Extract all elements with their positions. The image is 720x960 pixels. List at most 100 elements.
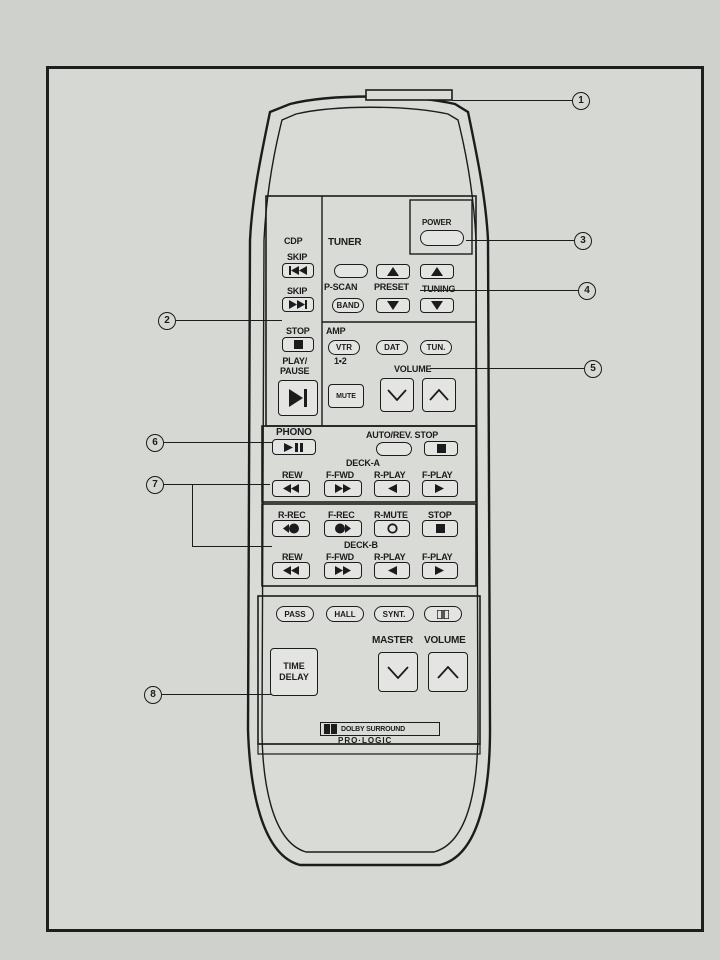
r-rec-label: R-REC	[278, 510, 306, 520]
mute-button[interactable]: MUTE	[328, 384, 364, 408]
deck-b-label: DECK-B	[344, 540, 378, 550]
preset-label: PRESET	[374, 282, 409, 292]
amp-label: AMP	[326, 326, 346, 336]
volume-label: VOLUME	[394, 364, 432, 374]
master-volume-up-button[interactable]	[428, 652, 468, 692]
master-volume-down-button[interactable]	[378, 652, 418, 692]
tuner-label: TUNER	[328, 237, 362, 248]
dolby-double-d-icon	[324, 724, 337, 734]
callout-5: 5	[584, 360, 602, 378]
deck-b-rew-label: REW	[282, 552, 303, 562]
skip-back-icon	[289, 266, 307, 275]
band-button[interactable]: BAND	[332, 298, 364, 313]
rewind-icon	[283, 484, 299, 493]
time-delay-button[interactable]: TIME DELAY	[270, 648, 318, 696]
pro-logic-text: PRO·LOGIC	[338, 736, 393, 745]
phono-label: PHONO	[276, 427, 312, 438]
r-mute-label: R-MUTE	[374, 510, 408, 520]
callout-3: 3	[574, 232, 592, 250]
dolby-logo: DOLBY SURROUND	[320, 722, 440, 736]
power-label: POWER	[422, 218, 452, 227]
rewind-icon	[283, 566, 299, 575]
f-rec-button[interactable]	[324, 520, 362, 537]
callout-2: 2	[158, 312, 176, 330]
reverse-play-icon	[388, 484, 397, 493]
chevron-down-icon	[387, 389, 407, 401]
callout-4: 4	[578, 282, 596, 300]
auto-rev-button[interactable]	[376, 442, 412, 456]
phono-button[interactable]	[272, 439, 316, 455]
cdp-label: CDP	[284, 236, 303, 246]
preset-down-button[interactable]	[376, 298, 410, 313]
tuning-up-button[interactable]	[420, 264, 454, 279]
skip-back-button[interactable]	[282, 263, 314, 278]
deck-b-stop-button[interactable]	[422, 520, 458, 537]
play-icon	[435, 484, 444, 493]
amp-volume-up-button[interactable]	[422, 378, 456, 412]
deck-a-label: DECK-A	[346, 458, 380, 468]
stop-icon	[436, 444, 446, 453]
tuning-down-button[interactable]	[420, 298, 454, 313]
dat-button[interactable]: DAT	[376, 340, 408, 355]
arrow-down-icon	[387, 301, 399, 310]
circle-icon	[386, 523, 398, 534]
fast-forward-icon	[335, 484, 351, 493]
hall-button[interactable]: HALL	[326, 606, 364, 622]
deck-b-rplay-button[interactable]	[374, 562, 410, 579]
vtr-button[interactable]: VTR	[328, 340, 360, 355]
dolby-text: DOLBY SURROUND	[341, 725, 405, 733]
stop-label: STOP	[286, 326, 310, 336]
deck-a-rplay-button[interactable]	[374, 480, 410, 497]
dolby-mode-button[interactable]	[424, 606, 462, 622]
r-mute-button[interactable]	[374, 520, 410, 537]
deck-a-stop-button[interactable]	[424, 441, 458, 456]
chevron-up-icon	[429, 389, 449, 401]
deck-a-rplay-label: R-PLAY	[374, 470, 406, 480]
deck-a-fplay-button[interactable]	[422, 480, 458, 497]
f-rec-label: F-REC	[328, 510, 355, 520]
r-rec-button[interactable]	[272, 520, 310, 537]
dolby-icon	[437, 609, 449, 619]
skip-fwd-button[interactable]	[282, 297, 314, 312]
power-button[interactable]	[420, 230, 464, 246]
deck-a-ffwd-button[interactable]	[324, 480, 362, 497]
record-icon	[335, 523, 351, 534]
deck-b-ffwd-button[interactable]	[324, 562, 362, 579]
leader-7b	[192, 484, 194, 546]
leader-2	[176, 320, 282, 322]
skip-fwd-icon	[289, 300, 307, 309]
skip-back-label: SKIP	[287, 252, 308, 262]
deck-b-rplay-label: R-PLAY	[374, 552, 406, 562]
auto-rev-stop-label: AUTO/REV. STOP	[366, 430, 439, 440]
master-label: MASTER	[372, 635, 414, 646]
amp-volume-down-button[interactable]	[380, 378, 414, 412]
tuning-label: TUNING	[422, 284, 456, 294]
play-icon	[435, 566, 444, 575]
reverse-record-icon	[283, 523, 299, 534]
play-pause-label: PLAY/ PAUSE	[280, 356, 310, 376]
leader-1	[452, 100, 572, 102]
leader-6	[164, 442, 300, 444]
cd-stop-button[interactable]	[282, 337, 314, 352]
pass-button[interactable]: PASS	[276, 606, 314, 622]
deck-b-fplay-button[interactable]	[422, 562, 458, 579]
leader-5	[430, 368, 584, 370]
callout-1: 1	[572, 92, 590, 110]
play-pause-button[interactable]	[278, 380, 318, 416]
leader-3	[466, 240, 574, 242]
deck-b-ffwd-label: F-FWD	[326, 552, 354, 562]
deck-a-rew-button[interactable]	[272, 480, 310, 497]
deck-b-stop-label: STOP	[428, 510, 452, 520]
preset-up-button[interactable]	[376, 264, 410, 279]
vtr-sub-label: 1•2	[334, 356, 347, 366]
chevron-up-icon	[437, 665, 459, 679]
tun-button[interactable]: TUN.	[420, 340, 452, 355]
synt-button[interactable]: SYNT.	[374, 606, 414, 622]
master-volume-label: VOLUME	[424, 635, 466, 646]
arrow-down-icon	[431, 301, 443, 310]
play-pause-icon	[284, 442, 303, 452]
deck-a-rew-label: REW	[282, 470, 303, 480]
p-scan-button[interactable]	[334, 264, 368, 278]
deck-b-rew-button[interactable]	[272, 562, 310, 579]
skip-fwd-label: SKIP	[287, 286, 308, 296]
